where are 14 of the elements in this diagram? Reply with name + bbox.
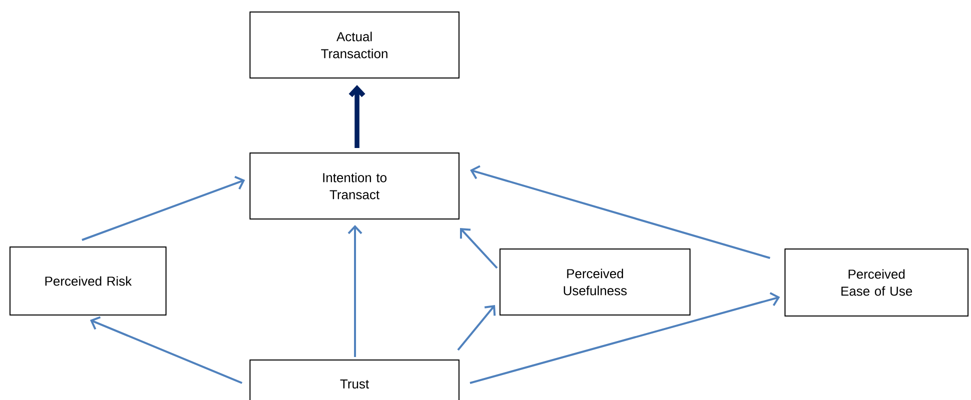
concept-box: Actual Transaction (250, 12, 460, 78)
arrow (470, 292, 780, 384)
arrow (348, 225, 362, 357)
arrow (90, 316, 242, 384)
arrow (470, 165, 770, 259)
concept-box: Intention to Transact (250, 152, 460, 220)
concept-box: Perceived Ease of Use (784, 248, 968, 316)
concept-box: Perceived Usefulness (500, 248, 690, 316)
arrow (348, 85, 366, 148)
arrow (460, 228, 498, 269)
concept-box: Perceived Risk (10, 246, 166, 316)
arrow (457, 305, 496, 351)
arrow (82, 176, 245, 241)
concept-box: Trust (250, 360, 460, 400)
